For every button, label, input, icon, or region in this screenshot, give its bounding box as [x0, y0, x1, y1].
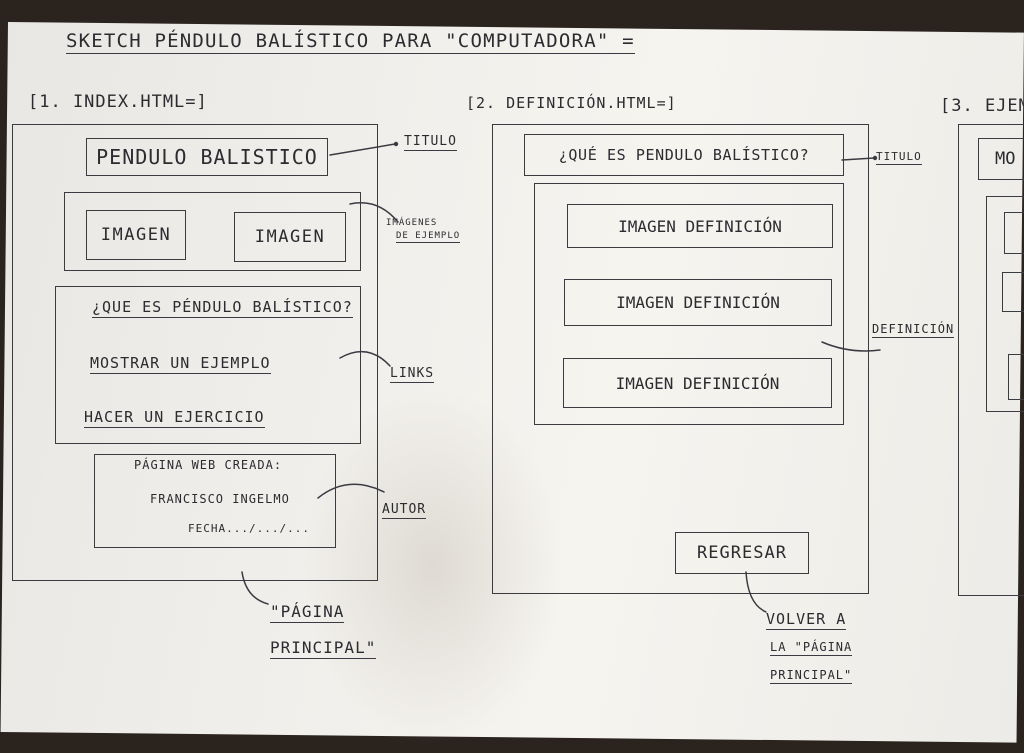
page1-image-a: IMAGEN — [86, 210, 186, 260]
page1-note-images-1: IMÁGENES — [386, 218, 438, 228]
dot-page1-title — [393, 141, 399, 147]
page2-filename: [2. DEFINICIÓN.HTML=] — [466, 94, 677, 112]
page1-footer-box — [94, 454, 336, 548]
page2-heading-box: ¿QUÉ ES PENDULO BALÍSTICO? — [524, 134, 844, 176]
page2-heading: ¿QUÉ ES PENDULO BALÍSTICO? — [558, 146, 810, 164]
page1-links-box — [55, 286, 361, 444]
arrow-page1-links — [339, 350, 391, 367]
page1-note-page-1: "PÁGINA — [270, 602, 345, 623]
page2-note-back-2: LA "PÁGINA — [770, 640, 853, 656]
page2-image-1: IMAGEN DEFINICIÓN — [567, 204, 833, 248]
page3-content-box — [986, 196, 1024, 412]
page1-note-links: LINKS — [390, 366, 435, 383]
page1-heading: PENDULO BALISTICO — [96, 145, 318, 169]
page2-image-3-label: IMAGEN DEFINICIÓN — [615, 373, 780, 393]
annotation-arrows — [241, 141, 881, 613]
page3-item-1 — [1004, 212, 1024, 254]
page2-frame — [492, 124, 869, 594]
page2-note-definition: DEFINICIÓN — [872, 322, 955, 338]
page1-heading-box: PENDULO BALISTICO — [86, 138, 328, 176]
page2-image-2: IMAGEN DEFINICIÓN — [564, 279, 832, 326]
dot-page2-title — [872, 155, 878, 161]
page1-frame — [12, 124, 378, 581]
page2-image-1-label: IMAGEN DEFINICIÓN — [618, 216, 782, 236]
page1-footer-author: FRANCISCO INGELMO — [150, 492, 290, 506]
arrow-page2-definition — [821, 341, 881, 352]
page3-filename: [3. EJEM — [940, 96, 1024, 116]
page1-footer-date: FECHA.../.../... — [188, 522, 310, 535]
arrow-page1-images — [349, 202, 399, 223]
page2-image-3: IMAGEN DEFINICIÓN — [563, 358, 832, 408]
page1-link-exercise[interactable]: HACER UN EJERCICIO — [84, 408, 265, 428]
arrow-page2-back — [745, 571, 767, 613]
sketch-title: SKETCH PÉNDULO BALÍSTICO PARA "COMPUTADO… — [66, 30, 635, 54]
page2-image-2-label: IMAGEN DEFINICIÓN — [616, 293, 780, 312]
page1-note-images-2: DE EJEMPLO — [396, 231, 461, 243]
page1-note-author: AUTOR — [382, 502, 427, 519]
page1-note-page-2: PRINCIPAL" — [270, 638, 377, 659]
page1-image-b-label: IMAGEN — [254, 227, 326, 247]
page1-link-definition[interactable]: ¿QUE ES PÉNDULO BALÍSTICO? — [92, 298, 353, 318]
page1-note-title: TITULO — [404, 134, 457, 151]
page2-note-title: TITULO — [876, 150, 922, 165]
page2-back-button[interactable]: REGRESAR — [675, 532, 809, 574]
page3-heading: MO — [995, 149, 1016, 169]
arrow-page1-title — [329, 143, 396, 156]
page2-back-button-label: REGRESAR — [697, 543, 787, 563]
page3-heading-box: MO — [978, 138, 1024, 180]
page3-item-2 — [1002, 272, 1024, 312]
arrow-page2-title — [841, 157, 875, 161]
page1-link-example[interactable]: MOSTRAR UN EJEMPLO — [90, 354, 271, 374]
page2-note-back-1: VOLVER A — [766, 610, 847, 630]
page3-item-3 — [1008, 354, 1024, 400]
page1-footer-line1: PÁGINA WEB CREADA: — [134, 458, 283, 472]
arrow-page1-page — [241, 571, 269, 605]
page1-image-a-label: IMAGEN — [100, 225, 172, 245]
page1-filename: [1. INDEX.HTML=] — [28, 92, 208, 112]
page2-note-back-3: PRINCIPAL" — [770, 668, 853, 684]
page3-frame — [958, 124, 1024, 596]
page1-image-b: IMAGEN — [234, 212, 346, 262]
arrow-page1-author — [317, 483, 385, 499]
page2-content-box — [534, 183, 844, 425]
page1-images-box — [64, 192, 361, 271]
